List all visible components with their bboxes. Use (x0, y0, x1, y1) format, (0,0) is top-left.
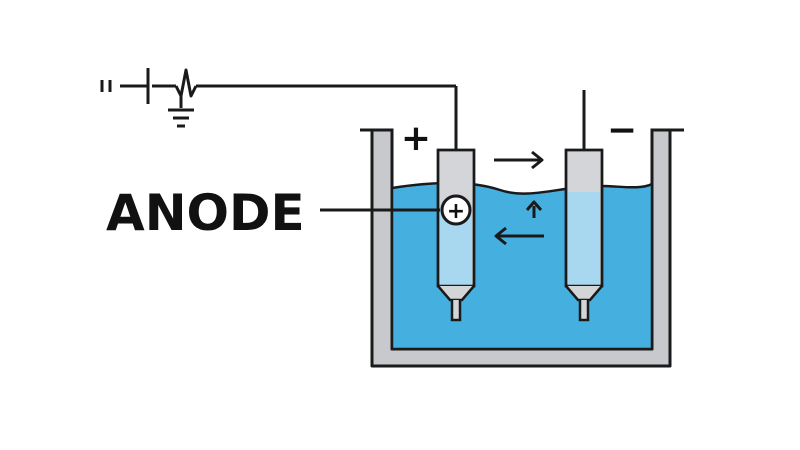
ground-icon (168, 96, 194, 128)
electrolyte (390, 181, 654, 351)
up-arrow-icon (525, 200, 543, 218)
resistor-icon (174, 68, 198, 98)
anode-label: ANODE (106, 184, 305, 242)
cathode-electrode (564, 148, 604, 322)
right-arrow-icon (494, 150, 544, 170)
negative-sign: − (607, 110, 637, 151)
left-arrow-icon (494, 226, 544, 246)
positive-sign: + (401, 118, 431, 159)
battery-icon (100, 68, 150, 104)
circuit-wire (120, 84, 458, 150)
anode-symbol: + (447, 199, 465, 224)
plus-circle-icon: + (440, 194, 472, 226)
